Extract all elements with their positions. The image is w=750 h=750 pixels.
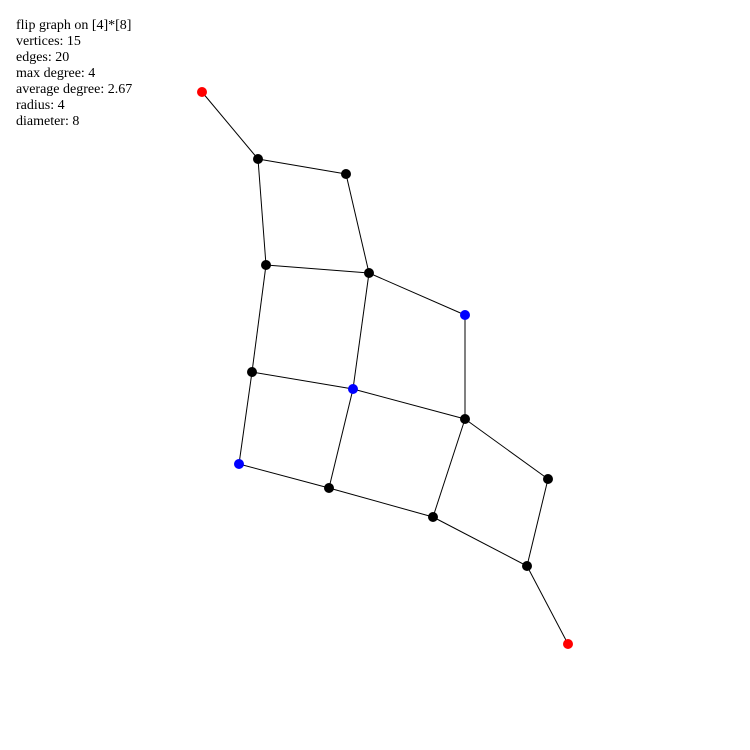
edge-n1-n2 xyxy=(201,91,259,160)
graph-diameter: diameter: 8 xyxy=(16,114,80,129)
edge-n10-n11 xyxy=(238,463,330,489)
vertex-n9 xyxy=(460,414,470,424)
vertex-n13 xyxy=(543,474,553,484)
average-degree: average degree: 2.67 xyxy=(16,82,133,97)
edge-n4-n5 xyxy=(265,264,370,274)
edge-n14-n15 xyxy=(526,565,569,645)
edge-n2-n4 xyxy=(257,158,267,266)
vertex-n11 xyxy=(324,483,334,493)
edge-n11-n12 xyxy=(328,487,434,518)
edge-n5-n6 xyxy=(368,272,466,316)
edge-n7-n10 xyxy=(238,371,253,465)
edge-n8-n11 xyxy=(328,388,354,489)
vertex-n1 xyxy=(197,87,207,97)
vertex-n12 xyxy=(428,512,438,522)
graph-radius: radius: 4 xyxy=(16,98,65,113)
vertex-n7 xyxy=(247,367,257,377)
edges-layer xyxy=(201,91,569,645)
edge-n12-n14 xyxy=(432,516,528,567)
edge-n2-n3 xyxy=(257,158,347,175)
vertex-n4 xyxy=(261,260,271,270)
edge-n8-n9 xyxy=(352,388,466,420)
max-degree: max degree: 4 xyxy=(16,66,96,81)
vertex-n14 xyxy=(522,561,532,571)
edge-n4-n7 xyxy=(251,264,267,373)
vertex-n5 xyxy=(364,268,374,278)
edge-n9-n13 xyxy=(464,418,549,480)
vertex-n10 xyxy=(234,459,244,469)
nodes-layer xyxy=(197,87,573,649)
vertex-n3 xyxy=(341,169,351,179)
vertex-n15 xyxy=(563,639,573,649)
edge-n9-n12 xyxy=(432,418,466,518)
edge-n7-n8 xyxy=(251,371,354,390)
graph-info-panel: flip graph on [4]*[8] vertices: 15 edges… xyxy=(16,18,132,130)
edge-count: edges: 20 xyxy=(16,50,70,65)
edge-n13-n14 xyxy=(526,478,549,567)
graph-title: flip graph on [4]*[8] xyxy=(16,18,132,33)
edge-n5-n8 xyxy=(352,272,370,390)
vertex-n2 xyxy=(253,154,263,164)
vertex-n6 xyxy=(460,310,470,320)
edge-n3-n5 xyxy=(345,173,370,274)
vertex-count: vertices: 15 xyxy=(16,34,81,49)
vertex-n8 xyxy=(348,384,358,394)
